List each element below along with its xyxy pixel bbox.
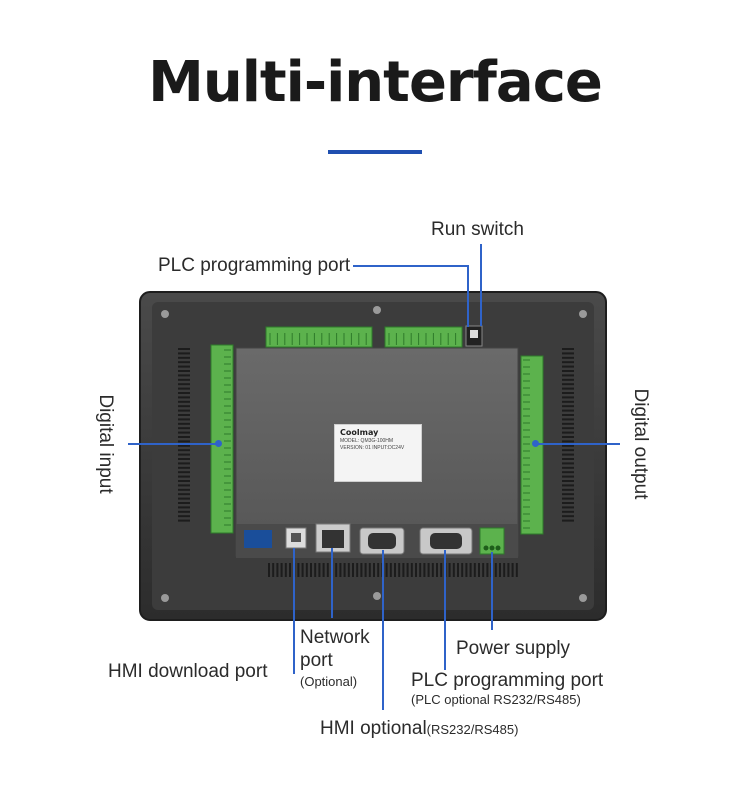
label-plc-programming-port-top: PLC programming port [158, 255, 351, 276]
brand-logo: Coolmay [340, 428, 379, 437]
leader-digital-output [535, 443, 620, 445]
title-underline [328, 150, 422, 154]
label-hmi-optional-note: (RS232/RS485) [426, 722, 519, 737]
leader-plc-bottom [444, 550, 446, 670]
label-plc-programming-port-bottom-note: (PLC optional RS232/RS485) [411, 692, 581, 707]
label-network-port-note: (Optional) [300, 674, 358, 689]
leader-hmi-download [293, 548, 295, 674]
label-network-port-line2: port [300, 650, 333, 671]
label-hmi-optional-text: HMI optional [320, 718, 427, 739]
label-plc-programming-port-bottom: PLC programming port [411, 670, 604, 691]
leader-plc-top-v [467, 265, 469, 327]
leader-run-switch [480, 244, 482, 326]
device-nameplate: Coolmay MODEL: QM3G-100HM VERSION: 01 IN… [334, 424, 422, 482]
leader-dot [532, 440, 539, 447]
label-network-port: Network [300, 627, 370, 648]
label-digital-input: Digital input [95, 394, 116, 494]
page-title: Multi-interface [148, 50, 603, 115]
label-hmi-optional: HMI optional(RS232/RS485) [320, 718, 518, 740]
leader-digital-input [128, 443, 218, 445]
leader-power [491, 552, 493, 630]
label-run-switch: Run switch [431, 219, 524, 240]
leader-dot [215, 440, 222, 447]
label-digital-output: Digital output [630, 388, 651, 500]
leader-network [331, 548, 333, 618]
label-hmi-download-port: HMI download port [108, 661, 268, 682]
nameplate-line: MODEL: QM3G-100HM [340, 438, 394, 444]
nameplate-line: VERSION: 01 INPUT:DC24V [340, 445, 405, 451]
label-power-supply: Power supply [456, 638, 571, 659]
leader-plc-top-h [353, 265, 469, 267]
leader-hmi-optional [382, 550, 384, 710]
